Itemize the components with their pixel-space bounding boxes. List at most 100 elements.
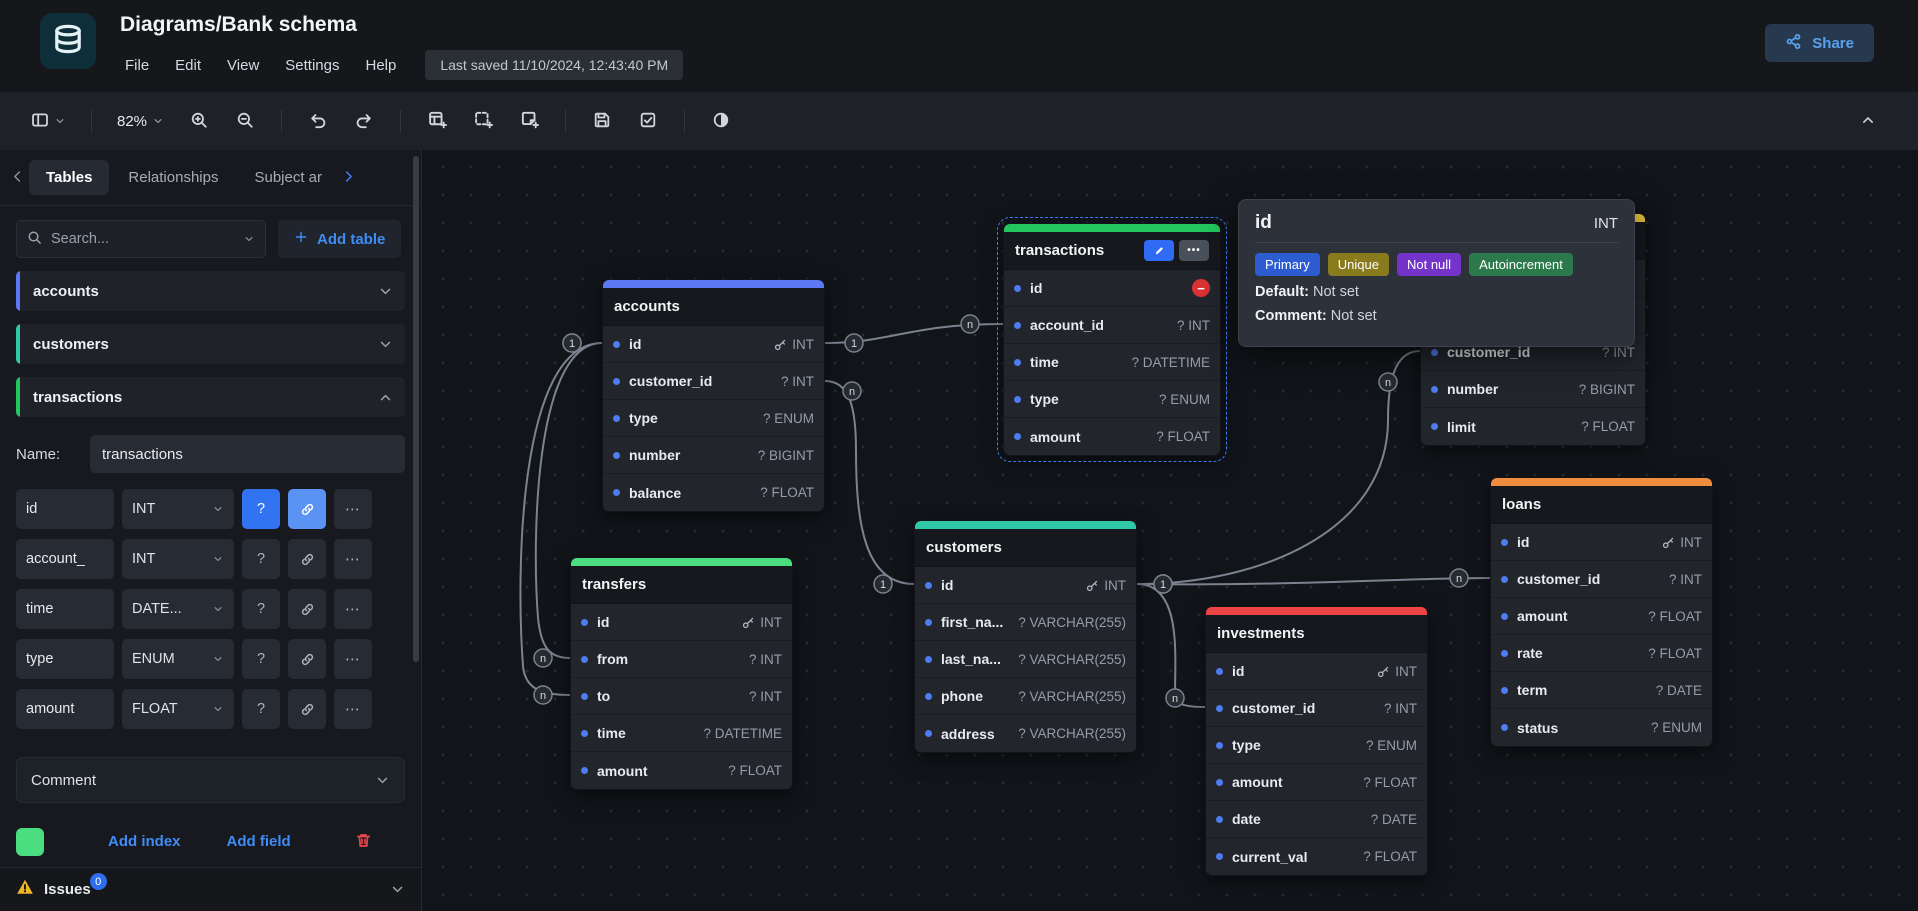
diagram-table-accounts[interactable]: accountsidINTcustomer_id? INTtype? ENUMn… — [602, 279, 825, 512]
diagram-table-loans[interactable]: loansidINTcustomer_id? INTamount? FLOATr… — [1490, 477, 1713, 747]
table-field-row[interactable]: number? BIGINT — [603, 437, 824, 474]
todo-button[interactable] — [628, 103, 668, 139]
table-field-row[interactable]: from? INT — [571, 641, 792, 678]
field-type-select[interactable]: FLOAT — [122, 689, 234, 729]
field-more-button[interactable]: ⋯ — [334, 539, 372, 579]
tab-tables[interactable]: Tables — [29, 160, 109, 195]
table-field-row[interactable]: address? VARCHAR(255) — [915, 715, 1136, 752]
sidebar-table-accounts[interactable]: accounts — [16, 271, 405, 311]
add-note-tool-button[interactable] — [509, 103, 549, 139]
table-field-row[interactable]: type? ENUM — [1004, 381, 1220, 418]
table-field-row[interactable]: amount? FLOAT — [1004, 418, 1220, 455]
field-more-button[interactable]: ⋯ — [334, 589, 372, 629]
table-name-input[interactable]: transactions — [90, 435, 405, 473]
tabs-scroll-right-button[interactable] — [339, 167, 358, 189]
table-field-row[interactable]: idINT — [1491, 524, 1712, 561]
menu-settings[interactable]: Settings — [272, 52, 352, 79]
tab-relationships[interactable]: Relationships — [111, 160, 235, 195]
diagram-table-transactions[interactable]: transactions•••id−account_id? INTtime? D… — [1003, 223, 1221, 456]
zoom-in-button[interactable] — [179, 103, 219, 139]
diagram-table-transfers[interactable]: transfersidINTfrom? INTto? INTtime? DATE… — [570, 557, 793, 790]
table-header[interactable]: customers — [915, 529, 1136, 567]
tabs-scroll-left-button[interactable] — [8, 167, 27, 189]
table-field-row[interactable]: type? ENUM — [603, 400, 824, 437]
table-field-row[interactable]: to? INT — [571, 678, 792, 715]
app-logo[interactable] — [40, 13, 96, 69]
table-field-row[interactable]: rate? FLOAT — [1491, 635, 1712, 672]
zoom-out-button[interactable] — [225, 103, 265, 139]
save-button[interactable] — [582, 103, 622, 139]
redo-button[interactable] — [344, 103, 384, 139]
table-field-row[interactable]: type? ENUM — [1206, 727, 1427, 764]
table-header[interactable]: transfers — [571, 566, 792, 604]
theme-toggle-button[interactable] — [701, 103, 741, 139]
diagram-canvas[interactable]: 1n1n1n1n1n1n1n accountsidINTcustomer_id?… — [422, 150, 1918, 911]
table-color-swatch[interactable] — [16, 828, 44, 856]
table-field-row[interactable]: time? DATETIME — [1004, 344, 1220, 381]
edit-table-button[interactable] — [1144, 240, 1174, 261]
table-field-row[interactable]: account_id? INT — [1004, 307, 1220, 344]
field-type-select[interactable]: DATE... — [122, 589, 234, 629]
table-field-row[interactable]: idINT — [915, 567, 1136, 604]
table-field-row[interactable]: idINT — [571, 604, 792, 641]
table-field-row[interactable]: current_val? FLOAT — [1206, 838, 1427, 875]
table-field-row[interactable]: customer_id? INT — [1491, 561, 1712, 598]
table-field-row[interactable]: phone? VARCHAR(255) — [915, 678, 1136, 715]
table-field-row[interactable]: amount? FLOAT — [1206, 764, 1427, 801]
add-table-tool-button[interactable] — [417, 103, 457, 139]
table-field-row[interactable]: balance? FLOAT — [603, 474, 824, 511]
field-name-input[interactable]: amount — [16, 689, 114, 729]
undo-button[interactable] — [298, 103, 338, 139]
field-key-toggle[interactable] — [288, 639, 326, 679]
add-table-button[interactable]: Add table — [278, 220, 401, 258]
table-more-button[interactable]: ••• — [1179, 240, 1209, 261]
sidebar-scrollbar[interactable] — [413, 156, 419, 662]
delete-table-button[interactable] — [349, 831, 378, 853]
tab-subject-ar[interactable]: Subject ar — [237, 160, 337, 195]
table-field-row[interactable]: date? DATE — [1206, 801, 1427, 838]
table-field-row[interactable]: amount? FLOAT — [571, 752, 792, 789]
zoom-level-button[interactable]: 82% — [108, 103, 173, 139]
field-nullable-toggle[interactable]: ? — [242, 589, 280, 629]
layout-menu-button[interactable] — [22, 103, 75, 139]
comment-collapse[interactable]: Comment — [16, 757, 405, 803]
field-type-select[interactable]: INT — [122, 489, 234, 529]
field-key-toggle[interactable] — [288, 689, 326, 729]
field-name-input[interactable]: account_ — [16, 539, 114, 579]
field-nullable-toggle[interactable]: ? — [242, 689, 280, 729]
table-field-row[interactable]: idINT — [603, 326, 824, 363]
menu-file[interactable]: File — [112, 52, 162, 79]
menu-view[interactable]: View — [214, 52, 272, 79]
field-key-toggle[interactable] — [288, 539, 326, 579]
field-more-button[interactable]: ⋯ — [334, 639, 372, 679]
field-more-button[interactable]: ⋯ — [334, 689, 372, 729]
diagram-table-customers[interactable]: customersidINTfirst_na...? VARCHAR(255)l… — [914, 520, 1137, 753]
field-type-select[interactable]: ENUM — [122, 639, 234, 679]
delete-field-button[interactable]: − — [1192, 279, 1210, 297]
issues-bar[interactable]: Issues 0 — [0, 867, 421, 911]
table-field-row[interactable]: first_na...? VARCHAR(255) — [915, 604, 1136, 641]
field-nullable-toggle[interactable]: ? — [242, 489, 280, 529]
table-header[interactable]: accounts — [603, 288, 824, 326]
field-nullable-toggle[interactable]: ? — [242, 639, 280, 679]
table-field-row[interactable]: id− — [1004, 270, 1220, 307]
table-header[interactable]: loans — [1491, 486, 1712, 524]
add-index-button[interactable]: Add index — [100, 827, 189, 856]
sidebar-table-customers[interactable]: customers — [16, 324, 405, 364]
field-key-toggle[interactable] — [288, 589, 326, 629]
table-search-select[interactable]: Search... — [16, 220, 266, 258]
sidebar-table-transactions[interactable]: transactions — [16, 377, 405, 417]
toolbar-collapse-button[interactable] — [1848, 103, 1888, 139]
table-field-row[interactable]: amount? FLOAT — [1491, 598, 1712, 635]
table-header[interactable]: transactions••• — [1004, 232, 1220, 270]
field-more-button[interactable]: ⋯ — [334, 489, 372, 529]
table-field-row[interactable]: term? DATE — [1491, 672, 1712, 709]
table-field-row[interactable]: last_na...? VARCHAR(255) — [915, 641, 1136, 678]
field-type-select[interactable]: INT — [122, 539, 234, 579]
table-field-row[interactable]: idINT — [1206, 653, 1427, 690]
menu-edit[interactable]: Edit — [162, 52, 214, 79]
add-field-button[interactable]: Add field — [219, 827, 299, 856]
table-field-row[interactable]: status? ENUM — [1491, 709, 1712, 746]
diagram-table-investments[interactable]: investmentsidINTcustomer_id? INTtype? EN… — [1205, 606, 1428, 876]
table-field-row[interactable]: time? DATETIME — [571, 715, 792, 752]
